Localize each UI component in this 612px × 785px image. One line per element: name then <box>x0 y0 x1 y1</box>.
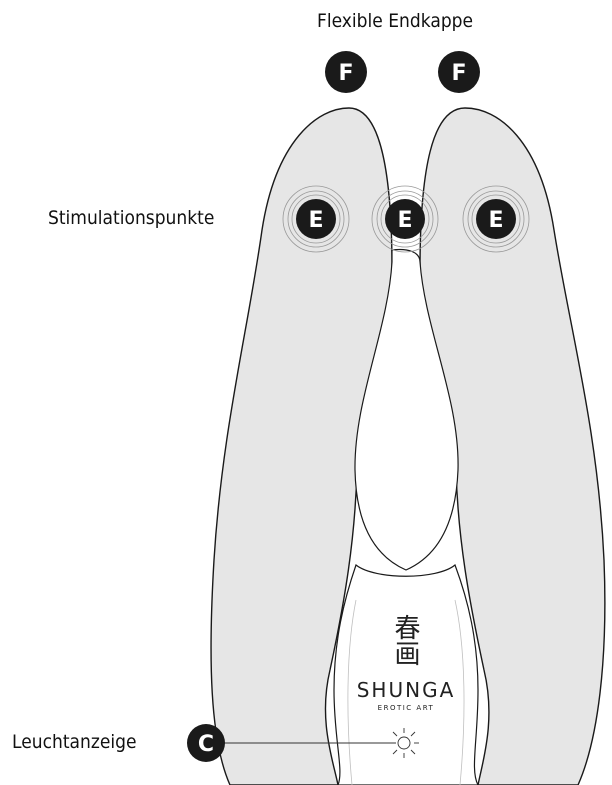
indicator-badge: C <box>187 724 225 762</box>
brand-name: SHUNGA <box>357 678 456 702</box>
base-panel <box>334 565 478 785</box>
badge-letter-c: C <box>198 732 214 757</box>
stimulation-label: Stimulationspunkte <box>48 207 214 229</box>
end-cap-badge-left: F <box>325 51 367 93</box>
badge-letter-f: F <box>451 61 466 86</box>
badge-letter-e: E <box>308 208 323 233</box>
brand-glyph: 春画 <box>390 614 420 666</box>
badge-letter-f: F <box>338 61 353 86</box>
badge-letter-e: E <box>397 208 412 233</box>
end-cap-label: Flexible Endkappe <box>317 10 473 32</box>
indicator-label: Leuchtanzeige <box>12 731 136 753</box>
end-cap-badge-right: F <box>438 51 480 93</box>
badge-letter-e: E <box>488 208 503 233</box>
brand-tagline: EROTIC ART <box>378 704 435 712</box>
